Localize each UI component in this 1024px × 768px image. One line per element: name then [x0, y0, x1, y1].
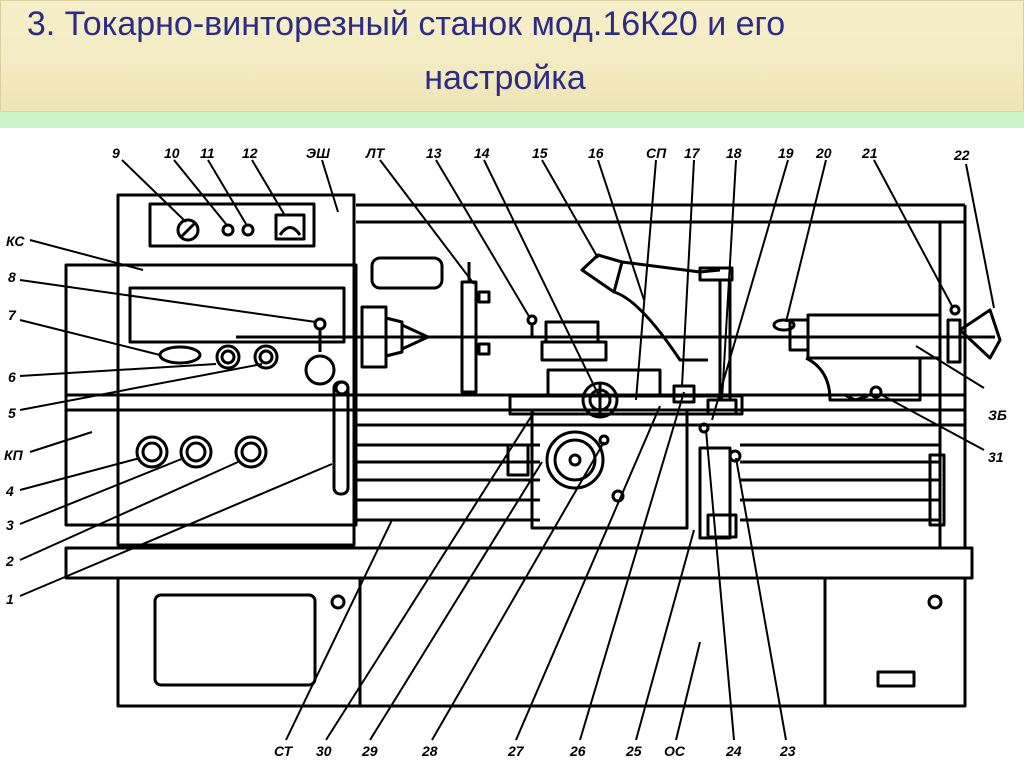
- tailstock-quill: [788, 318, 810, 352]
- right-pedestal-plate: [876, 670, 916, 688]
- electrical-control-panel: [148, 202, 316, 248]
- slide-header: [0, 0, 1024, 112]
- label-16: 16: [588, 145, 604, 161]
- label-esh: ЭШ: [306, 145, 330, 161]
- label-24: 24: [725, 743, 742, 759]
- header-accent-band: [0, 112, 1024, 128]
- label-15: 15: [532, 145, 548, 161]
- label-23: 23: [779, 743, 796, 759]
- label-27: 27: [507, 743, 525, 759]
- label-2: 2: [5, 553, 14, 569]
- label-4: 4: [5, 483, 14, 499]
- knob-6b: [253, 344, 279, 370]
- tailstock-body: [805, 356, 922, 402]
- ammeter: [274, 213, 306, 241]
- label-18: 18: [726, 145, 742, 161]
- carriage-handwheel: [545, 430, 605, 490]
- rack-support: [506, 443, 530, 477]
- label-os: ОС: [664, 743, 686, 759]
- slide-title-line-2: настройка: [424, 59, 586, 97]
- lever-1: [332, 380, 350, 496]
- label-6: 6: [8, 369, 16, 385]
- label-9: 9: [112, 145, 120, 161]
- left-pedestal-knob: [330, 594, 346, 610]
- label-17: 17: [684, 145, 701, 161]
- feed-knob-4: [135, 435, 169, 469]
- chuck-guard: [370, 256, 444, 290]
- left-pedestal-door: [153, 593, 317, 687]
- label-22: 22: [953, 147, 970, 163]
- label-31: 31: [988, 449, 1004, 465]
- leadscrew-bracket: [928, 453, 946, 527]
- feed-knob-3: [179, 435, 213, 469]
- label-zb: ЗБ: [988, 407, 1007, 423]
- callout-labels: 9 10 11 12 ЭШ ЛТ 13 14 15 16 СП 17 18 19…: [4, 145, 1007, 759]
- right-pedestal: [823, 576, 967, 708]
- work-lamp: [580, 253, 624, 294]
- handle-8-top: [313, 317, 327, 331]
- indicator-lamp-11: [241, 223, 255, 237]
- lever-7: [158, 345, 202, 365]
- slide-title-line-1: 3. Токарно-винторезный станок мод.16К20 …: [26, 5, 786, 43]
- label-19: 19: [778, 145, 794, 161]
- label-30: 30: [316, 743, 332, 759]
- label-7: 7: [8, 307, 17, 323]
- tailstock-handwheel: [958, 308, 1002, 360]
- apron: [530, 408, 689, 530]
- label-3: 3: [6, 517, 14, 533]
- tailstock-clamp-lever: [772, 318, 796, 332]
- right-pedestal-knob: [927, 594, 943, 610]
- label-11: 11: [200, 145, 215, 161]
- handle-8-ball: [304, 354, 336, 386]
- label-sp: СП: [646, 145, 667, 161]
- feed-knob-2: [234, 435, 268, 469]
- label-13: 13: [426, 145, 442, 161]
- callout-leaders: [19, 159, 995, 741]
- label-kp: КП: [4, 447, 24, 463]
- bed-top-rail: [64, 546, 974, 580]
- indicator-lamp-10: [221, 223, 235, 237]
- lathe-drawing: 9 10 11 12 ЭШ ЛТ 13 14 15 16 СП 17 18 19…: [4, 145, 1007, 759]
- label-5: 5: [8, 405, 16, 421]
- knob-6a: [215, 344, 241, 370]
- label-21: 21: [861, 145, 878, 161]
- label-st: СТ: [274, 743, 294, 759]
- label-ks: КС: [6, 233, 25, 249]
- label-1: 1: [6, 591, 14, 607]
- label-28: 28: [421, 743, 438, 759]
- label-20: 20: [815, 145, 832, 161]
- label-14: 14: [474, 145, 490, 161]
- main-switch-dial: [176, 218, 200, 242]
- label-lt: ЛТ: [365, 145, 386, 161]
- label-29: 29: [361, 743, 378, 759]
- label-12: 12: [242, 145, 258, 161]
- cross-slide: [546, 368, 662, 398]
- label-8: 8: [8, 269, 16, 285]
- label-26: 26: [569, 743, 586, 759]
- label-10: 10: [164, 145, 180, 161]
- rod-bracket: [698, 266, 734, 282]
- label-25: 25: [625, 743, 642, 759]
- headstock-window: [128, 286, 346, 344]
